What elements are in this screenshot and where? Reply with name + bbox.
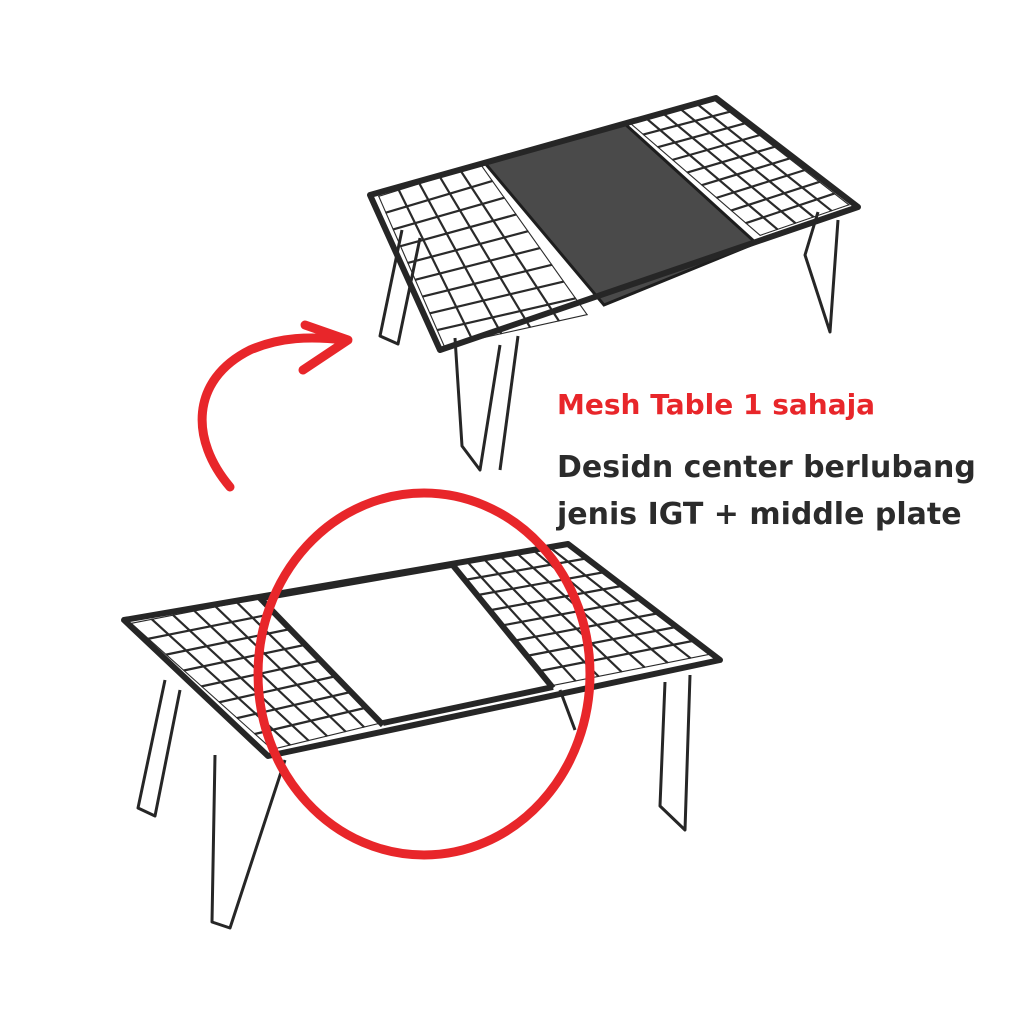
headline: Mesh Table 1 sahaja (557, 388, 876, 421)
mesh-wire (671, 133, 761, 162)
mesh-wire (459, 169, 561, 323)
bottom-mesh-table (121, 541, 723, 930)
mesh-wire (385, 179, 494, 214)
mesh-wire (628, 121, 761, 236)
bottom-table-legs (136, 674, 692, 930)
mesh-wire (271, 721, 383, 750)
description-line-2: jenis IGT + middle plate (557, 497, 962, 532)
mesh-wire (414, 246, 541, 281)
mesh-wire (218, 675, 337, 704)
mesh-wire (696, 103, 833, 213)
mesh-wire (642, 110, 731, 136)
mesh-wire (662, 112, 797, 225)
mesh-wire (679, 107, 815, 219)
mesh-wire (429, 280, 565, 315)
mesh-wire (253, 706, 368, 736)
top-table-legs (378, 211, 840, 472)
mesh-wire (183, 643, 306, 672)
mesh-wire (644, 116, 779, 231)
top-table-frame (367, 95, 861, 353)
mesh-wire (418, 182, 503, 335)
mesh-wire (397, 189, 474, 342)
bottom-table-frame (121, 541, 723, 759)
description-line-1: Desidn center berlubang (557, 450, 976, 485)
mesh-wire (701, 157, 791, 187)
mesh-wire (236, 690, 352, 720)
mesh-wire (501, 598, 641, 627)
mesh-wire (476, 571, 604, 597)
mesh-wire (399, 213, 517, 248)
mesh-wire (715, 168, 806, 200)
mesh-wire (489, 584, 623, 612)
mesh-wire (421, 263, 553, 298)
mesh-wire (730, 180, 821, 212)
mesh-wire (165, 628, 290, 656)
mesh-wire (463, 557, 586, 582)
highlight-circle (253, 488, 595, 860)
mesh-wire (392, 196, 506, 231)
mesh-wire (407, 230, 529, 265)
mesh-wire (686, 145, 776, 174)
mesh-wire (540, 639, 696, 672)
mesh-wire (657, 122, 746, 149)
curved-arrow-icon (197, 320, 353, 492)
mesh-wire (744, 192, 836, 225)
top-mesh-table (367, 95, 861, 472)
mesh-wire (436, 297, 577, 332)
mesh-wire (527, 625, 678, 657)
mesh-wire (147, 612, 274, 640)
mesh-wire (438, 176, 532, 329)
